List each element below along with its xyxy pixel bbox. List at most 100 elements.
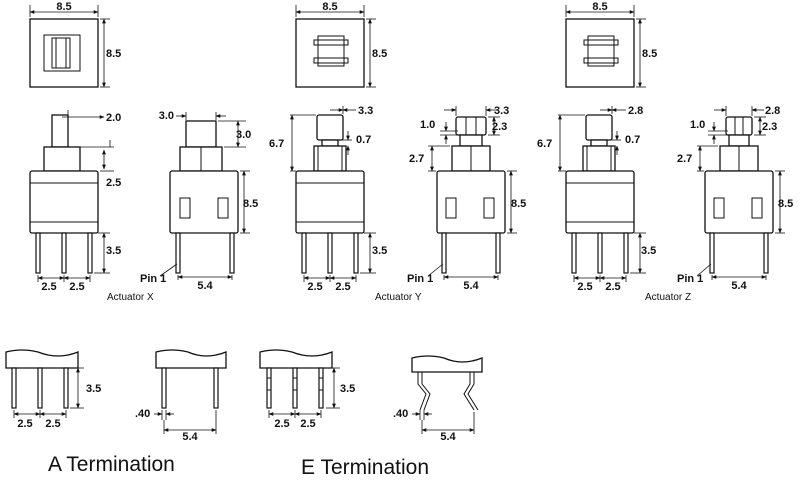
z-side-body — [704, 170, 774, 234]
a-side-housing — [155, 349, 227, 369]
top-view-z: 8.5 8.5 — [565, 1, 657, 88]
x-side-pin-right — [229, 232, 235, 274]
top-x-width-label: 8.5 — [56, 1, 71, 13]
e-termination-side: .40 5.4 — [393, 355, 483, 443]
x-side-width: 3.0 — [159, 110, 174, 122]
z-pin1-label: Pin 1 — [677, 273, 703, 285]
y-pitch-left: 2.5 — [307, 281, 322, 293]
y-side-1-0: 1.0 — [420, 119, 435, 131]
y-side-actuator — [455, 116, 487, 136]
y-side-body-height: 8.5 — [511, 198, 526, 210]
side-view-z: 2.8 2.3 1.0 2.7 8.5 5.4 Pin 1 Actuator Z — [645, 105, 793, 303]
a-side-pin-width: .40 — [135, 408, 150, 420]
side-view-y: 3.3 2.3 1.0 2.7 8.5 5.4 Pin 1 Actuator Y — [375, 105, 526, 303]
z-side-2-8: 2.8 — [765, 105, 780, 117]
z-side-2-3: 2.3 — [762, 121, 777, 133]
top-view-y-actuator — [317, 35, 345, 67]
actuator-y-caption: Actuator Y — [375, 292, 422, 303]
z-body — [565, 170, 635, 234]
top-view-x-actuator — [51, 37, 71, 69]
z-neck — [582, 145, 616, 172]
e-side-housing — [411, 355, 483, 373]
front-view-x: 2.0 2.5 3.5 2.5 2.5 — [29, 110, 121, 293]
y-side-2-7: 2.7 — [409, 153, 424, 165]
top-view-z-outline — [565, 18, 635, 88]
x-dim-pin-length: 3.5 — [106, 245, 121, 257]
y-dim-0-7: 0.7 — [356, 134, 371, 146]
e-front-pitch-right: 2.5 — [300, 418, 315, 430]
z-collar — [590, 139, 608, 147]
top-y-width-label: 8.5 — [322, 1, 337, 13]
actuator-z-caption: Actuator Z — [645, 292, 691, 303]
z-pitch-left: 2.5 — [577, 281, 592, 293]
x-dim-stroke: 2.5 — [106, 177, 121, 189]
y-pin1-label: Pin 1 — [407, 273, 433, 285]
x-dim-2-0: 2.0 — [106, 112, 121, 124]
z-dim-0-7: 0.7 — [625, 134, 640, 146]
x-pin-right — [87, 232, 93, 274]
y-dim-6-7: 6.7 — [269, 138, 284, 150]
y-side-pin-span: 5.4 — [463, 280, 479, 292]
a-front-pitch-left: 2.5 — [17, 418, 32, 430]
e-termination-title: E Termination — [301, 456, 429, 479]
z-dim-2-8: 2.8 — [628, 105, 643, 117]
x-side-body-height: 8.5 — [243, 198, 258, 210]
top-y-height-label: 8.5 — [372, 48, 387, 60]
a-front-3-5: 3.5 — [86, 383, 101, 395]
z-pitch-right: 2.5 — [605, 281, 620, 293]
y-side-3-3: 3.3 — [494, 105, 509, 117]
top-z-width-label: 8.5 — [592, 1, 607, 13]
a-termination-front: 3.5 2.5 2.5 — [5, 349, 101, 430]
y-side-2-3: 2.3 — [492, 121, 507, 133]
z-side-collar — [728, 134, 750, 147]
z-dim-pin-length: 3.5 — [641, 245, 656, 257]
x-actuator-stem — [51, 114, 69, 148]
e-front-3-5: 3.5 — [340, 383, 355, 395]
x-side-height: 3.0 — [236, 129, 251, 141]
x-pin-left — [35, 232, 41, 274]
actuator-x-caption: Actuator X — [107, 292, 154, 303]
z-dim-6-7: 6.7 — [537, 138, 552, 150]
x-side-pin-span: 5.4 — [197, 280, 213, 292]
x-pin-mid — [61, 232, 67, 274]
top-view-x: 8.5 8.5 — [29, 1, 121, 88]
front-view-y: 3.3 0.7 6.7 3.5 2.5 2.5 — [269, 105, 387, 293]
z-side-actuator — [725, 116, 753, 136]
top-view-x-outline — [29, 18, 99, 88]
top-view-z-actuator — [587, 35, 615, 67]
z-side-2-7: 2.7 — [677, 153, 692, 165]
x-body — [29, 170, 99, 234]
a-side-pin-span: 5.4 — [182, 431, 198, 443]
top-view-y: 8.5 8.5 — [295, 1, 387, 88]
y-dim-3-3: 3.3 — [358, 105, 373, 117]
top-view-y-outline — [295, 18, 365, 88]
e-side-pin-left — [417, 372, 427, 411]
y-actuator — [316, 114, 344, 141]
y-collar — [321, 139, 339, 147]
top-x-height-label: 8.5 — [106, 48, 121, 60]
y-dim-pin-length: 3.5 — [372, 245, 387, 257]
x-pin1-label: Pin 1 — [140, 273, 166, 285]
e-side-pin-right — [463, 372, 475, 411]
e-side-pin-span: 5.4 — [440, 431, 456, 443]
top-z-height-label: 8.5 — [642, 48, 657, 60]
x-pitch-right: 2.5 — [69, 281, 84, 293]
e-front-pitch-left: 2.5 — [274, 418, 289, 430]
z-side-pin-span: 5.4 — [731, 280, 747, 292]
y-pitch-right: 2.5 — [335, 281, 350, 293]
y-neck — [313, 145, 347, 172]
front-view-z: 2.8 0.7 6.7 3.5 2.5 2.5 — [537, 105, 656, 293]
x-side-actuator — [185, 120, 217, 148]
y-body — [295, 170, 365, 234]
z-side-body-height: 8.5 — [778, 198, 793, 210]
a-termination-title: A Termination — [48, 453, 175, 476]
a-front-housing — [5, 349, 79, 369]
z-side-1-0: 1.0 — [690, 119, 705, 131]
a-front-pitch-right: 2.5 — [45, 418, 60, 430]
top-view-x-inner — [43, 34, 81, 72]
y-side-body — [436, 170, 506, 234]
e-termination-front: 3.5 2.5 2.5 — [259, 349, 355, 430]
z-actuator — [585, 114, 613, 141]
side-view-x: 3.0 3.0 8.5 5.4 Pin 1 Actuator X — [107, 110, 258, 303]
